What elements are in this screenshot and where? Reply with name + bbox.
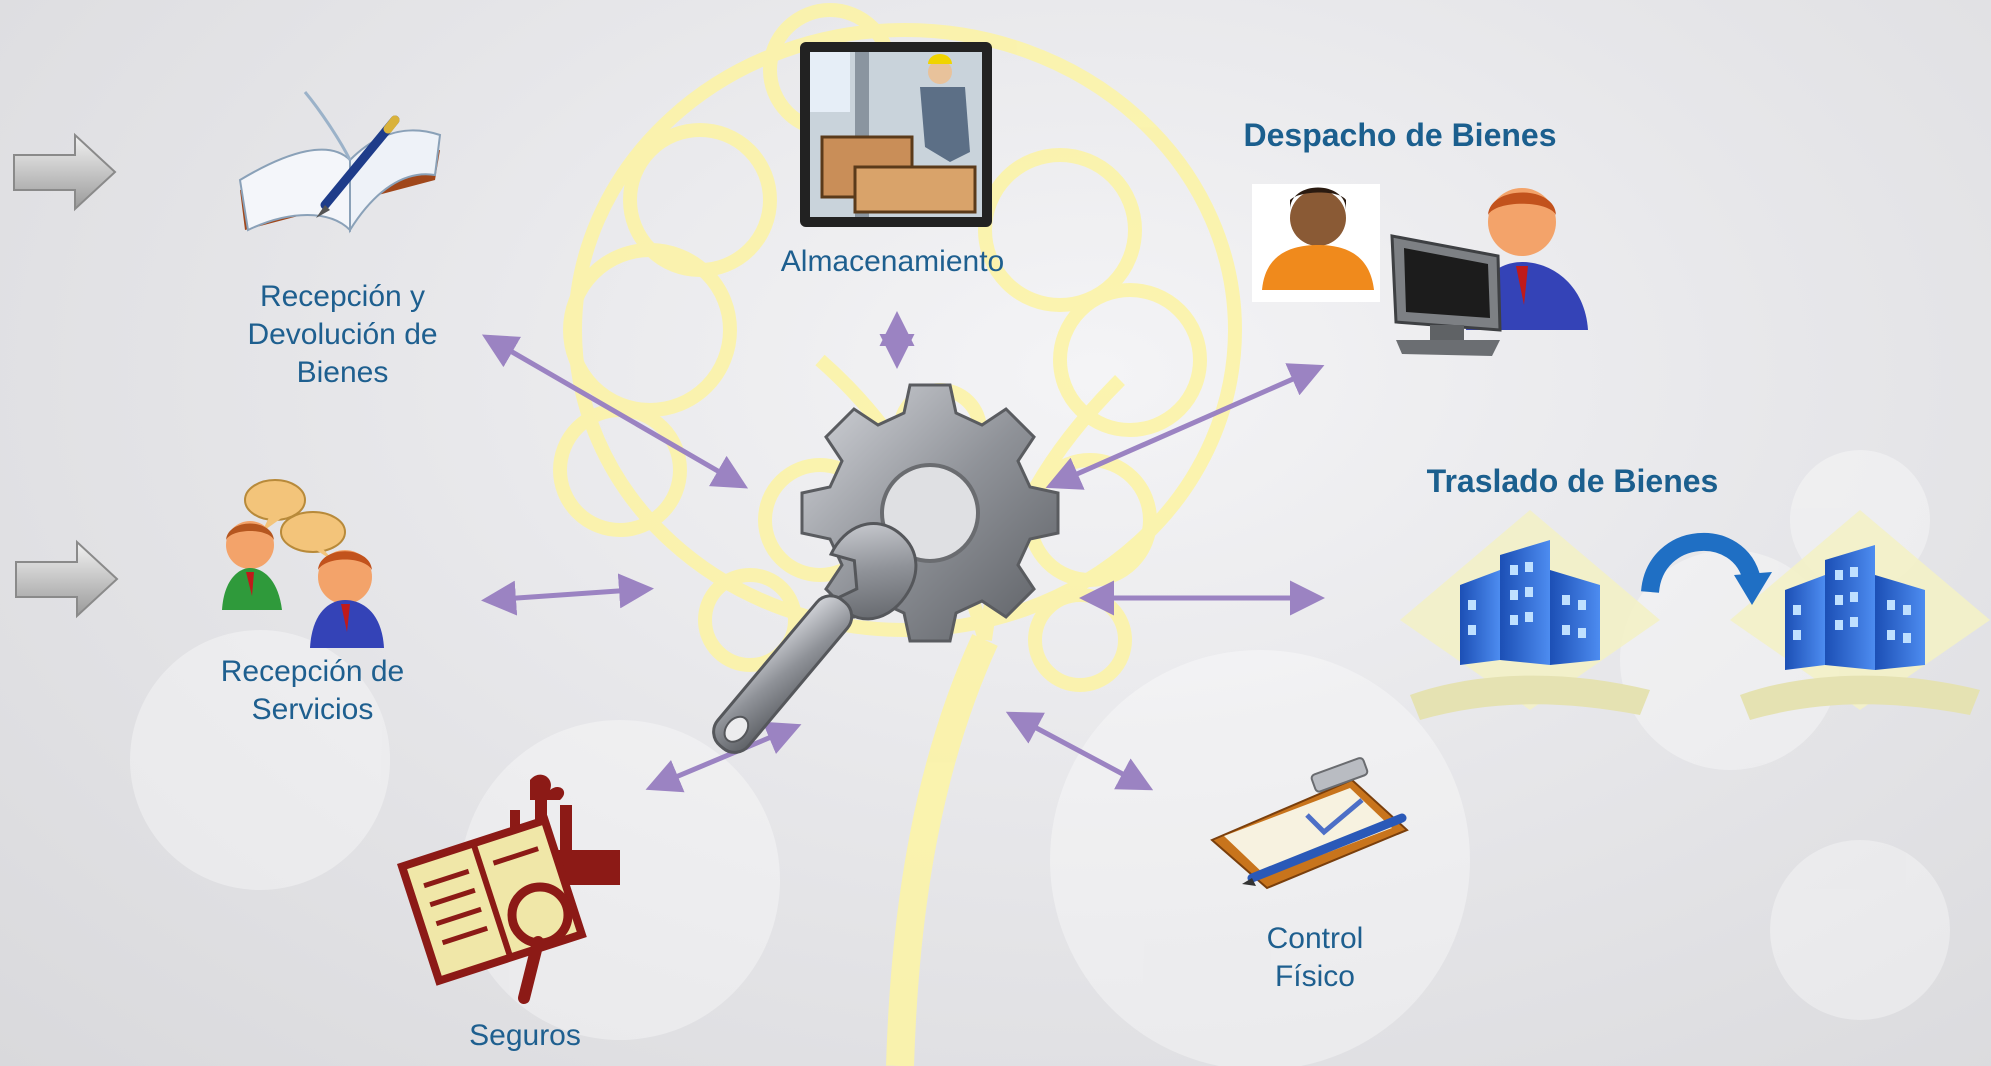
label-recepcion-devolucion: Recepción y Devolución de Bienes bbox=[247, 280, 438, 389]
connector-servicios bbox=[481, 573, 654, 616]
people-talking-icon bbox=[222, 479, 384, 648]
input-arrow-bottom bbox=[15, 539, 119, 619]
input-arrow-top bbox=[13, 132, 117, 212]
label-traslado: Traslado de Bienes bbox=[1426, 463, 1719, 499]
transfer-arrow-icon bbox=[1641, 532, 1761, 594]
connectors bbox=[481, 311, 1325, 793]
factory-document-magnifier-icon bbox=[396, 774, 620, 1004]
connector-recepcion bbox=[481, 334, 749, 489]
gear-wrench-icon bbox=[712, 383, 1060, 754]
label-recepcion-servicios: Recepción de Servicios bbox=[220, 655, 405, 726]
buildings-transfer-icon bbox=[1400, 510, 1990, 720]
open-book-pen-icon bbox=[238, 91, 442, 234]
people-computer-icon bbox=[1252, 184, 1588, 356]
label-despacho: Despacho de Bienes bbox=[1243, 117, 1557, 153]
connector-despacho bbox=[1045, 363, 1325, 490]
label-control-fisico: Control Físico bbox=[1266, 922, 1364, 993]
clipboard-check-icon bbox=[1210, 757, 1409, 890]
connector-seguros bbox=[645, 721, 802, 793]
label-almacenamiento: Almacenamiento bbox=[780, 245, 1005, 278]
connector-control bbox=[1005, 711, 1154, 791]
label-seguros: Seguros bbox=[469, 1019, 581, 1052]
warehouse-worker-boxes-icon bbox=[800, 42, 992, 227]
